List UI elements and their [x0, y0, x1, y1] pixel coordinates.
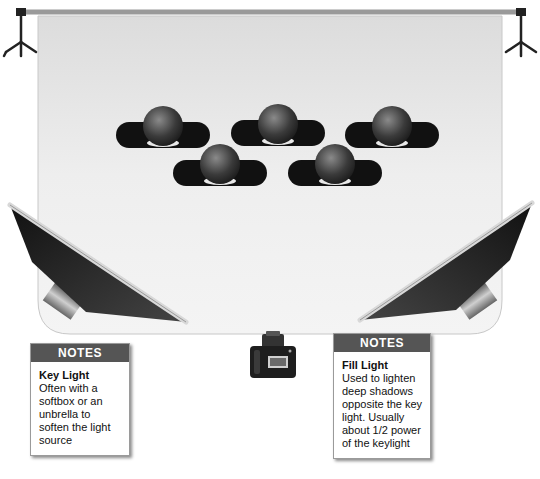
key-light-note: NOTESKey LightOften with a softbox or an… — [30, 343, 130, 456]
fill-light-note: NOTESFill LightUsed to lighten deep shad… — [333, 333, 431, 459]
notes-header: NOTES — [31, 344, 129, 362]
backdrop-stand — [4, 14, 536, 56]
subjects — [116, 104, 439, 186]
note-body: Often with a softbox or an unbrella to s… — [31, 382, 129, 453]
note-title: Key Light — [31, 362, 129, 382]
note-title: Fill Light — [334, 352, 430, 372]
note-body: Used to lighten deep shadows opposite th… — [334, 372, 430, 456]
camera — [250, 331, 296, 378]
notes-header: NOTES — [334, 334, 430, 352]
fill-light-softbox — [360, 203, 532, 320]
key-light-softbox — [10, 205, 186, 322]
